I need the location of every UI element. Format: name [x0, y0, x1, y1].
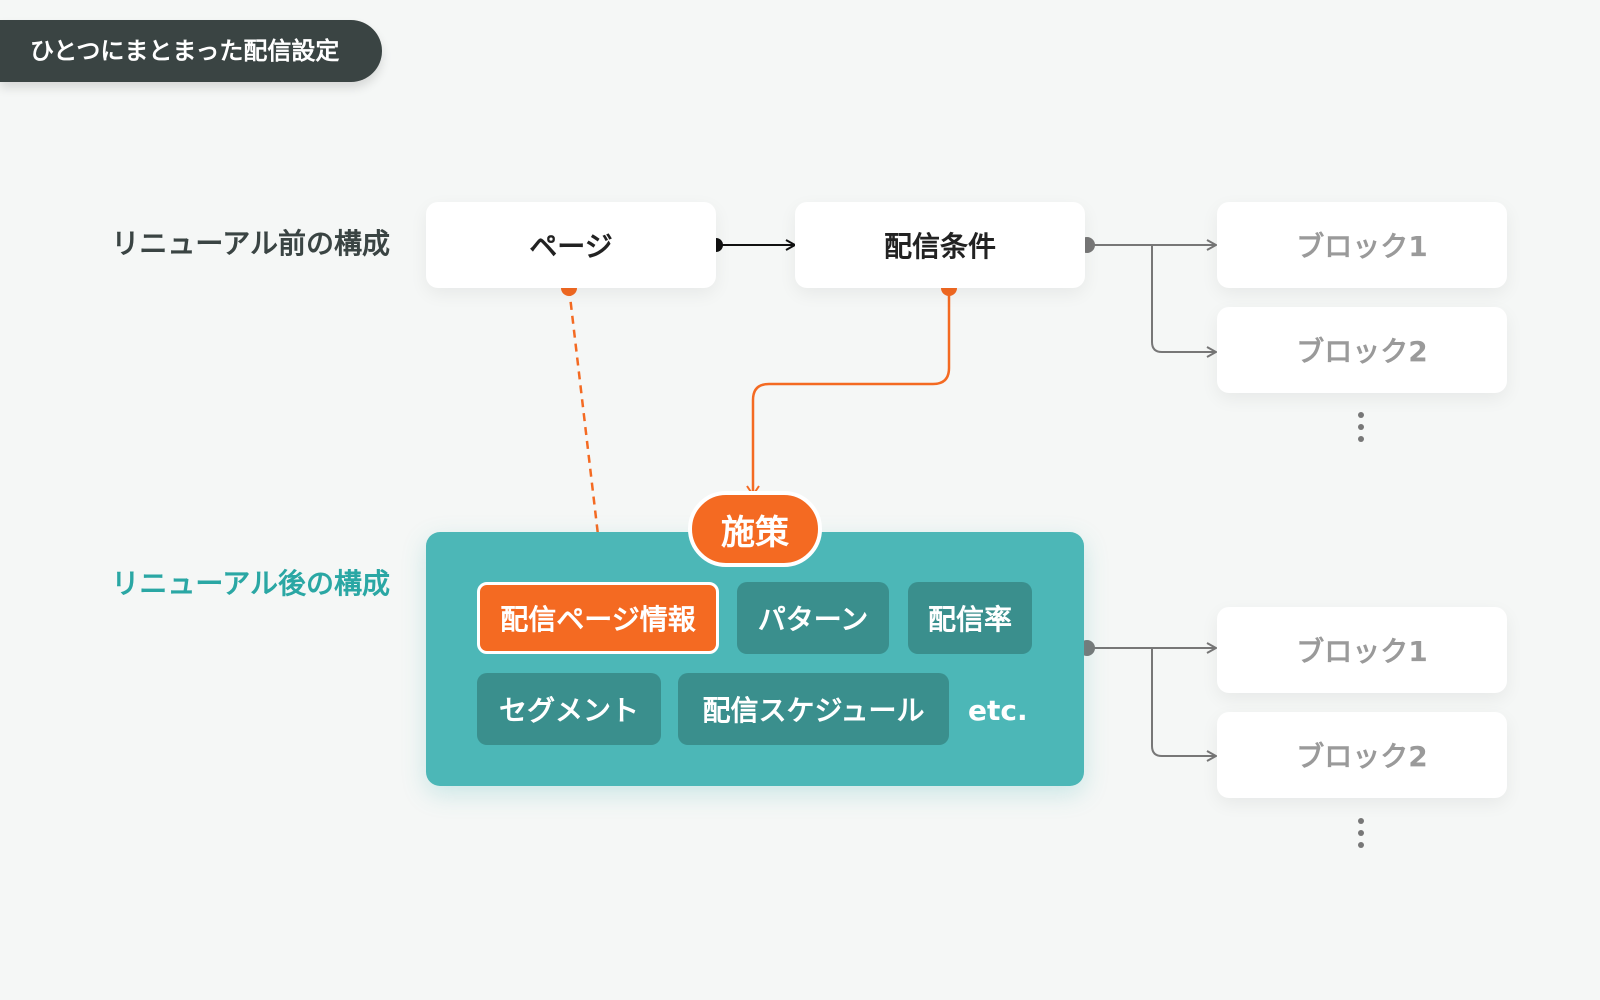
segment-pill: セグメント — [477, 673, 661, 745]
measure-badge: 施策 — [688, 491, 822, 567]
after-row-label: リニューアル後の構成 — [111, 567, 390, 600]
measure-panel — [426, 532, 1084, 786]
header-tag: ひとつにまとまった配信設定 — [0, 20, 382, 82]
schedule-pill: 配信スケジュール — [678, 673, 949, 745]
page-info-pill: 配信ページ情報 — [477, 582, 719, 654]
page-card: ページ — [426, 202, 716, 288]
before-block-1: ブロック1 — [1217, 202, 1507, 288]
condition-card: 配信条件 — [795, 202, 1085, 288]
etc-label: etc. — [968, 694, 1028, 727]
rate-pill: 配信率 — [908, 582, 1032, 654]
panel-to-block2-arrow — [1151, 648, 1216, 756]
before-more-dots — [1358, 412, 1366, 442]
before-block-2: ブロック2 — [1217, 307, 1507, 393]
after-block-2: ブロック2 — [1217, 712, 1507, 798]
pattern-pill: パターン — [737, 582, 889, 654]
after-more-dots — [1358, 818, 1366, 848]
before-row-label: リニューアル前の構成 — [111, 227, 390, 260]
after-block-1: ブロック1 — [1217, 607, 1507, 693]
condition-to-block2-arrow — [1151, 245, 1216, 352]
condition-to-measure-arrow — [746, 288, 951, 497]
